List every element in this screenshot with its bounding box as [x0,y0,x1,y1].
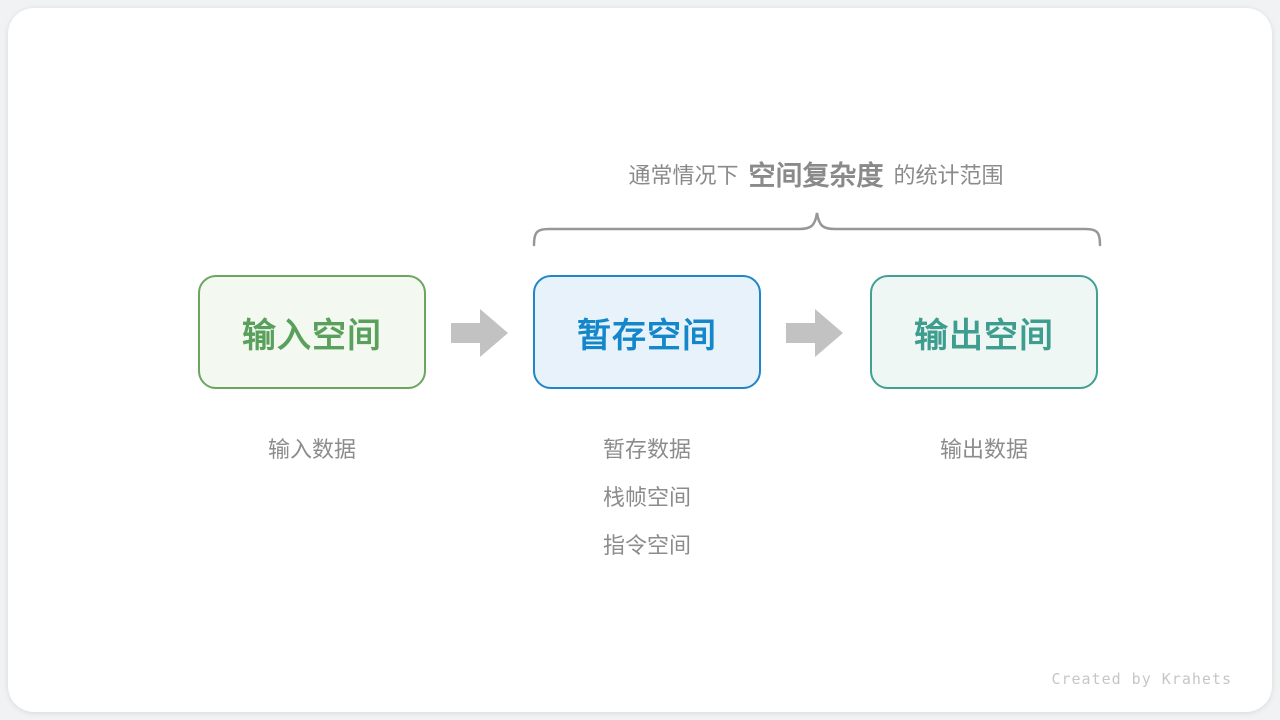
list-item: 栈帧空间 [602,485,691,510]
credit-watermark: Created by Krahets [1051,670,1232,688]
temporary-space-label: 暂存空间 [577,316,717,355]
list-item: 输入数据 [267,437,356,462]
list-item: 输出数据 [939,437,1028,462]
overbrace-icon [532,212,1102,247]
input-space-box: 输入空间 [198,275,426,389]
diagram-card: 通常情况下空间复杂度的统计范围 输入空间 暂存空间 输出空间 输入数据 暂存数据… [8,8,1272,712]
input-items-list: 输入数据 [198,426,426,474]
right-arrow-icon [451,309,508,357]
input-space-label: 输入空间 [242,316,382,355]
temporary-space-box: 暂存空间 [533,275,761,389]
annotation-title: 通常情况下空间复杂度的统计范围 [458,154,1174,193]
annotation-suffix: 的统计范围 [893,163,1004,188]
output-space-box: 输出空间 [870,275,1098,389]
output-space-label: 输出空间 [914,316,1054,355]
annotation-highlight: 空间复杂度 [748,161,884,191]
right-arrow-icon [786,309,843,357]
annotation-prefix: 通常情况下 [628,163,739,188]
list-item: 指令空间 [602,533,691,558]
temporary-items-list: 暂存数据 栈帧空间 指令空间 [533,426,761,570]
list-item: 暂存数据 [602,437,691,462]
output-items-list: 输出数据 [870,426,1098,474]
